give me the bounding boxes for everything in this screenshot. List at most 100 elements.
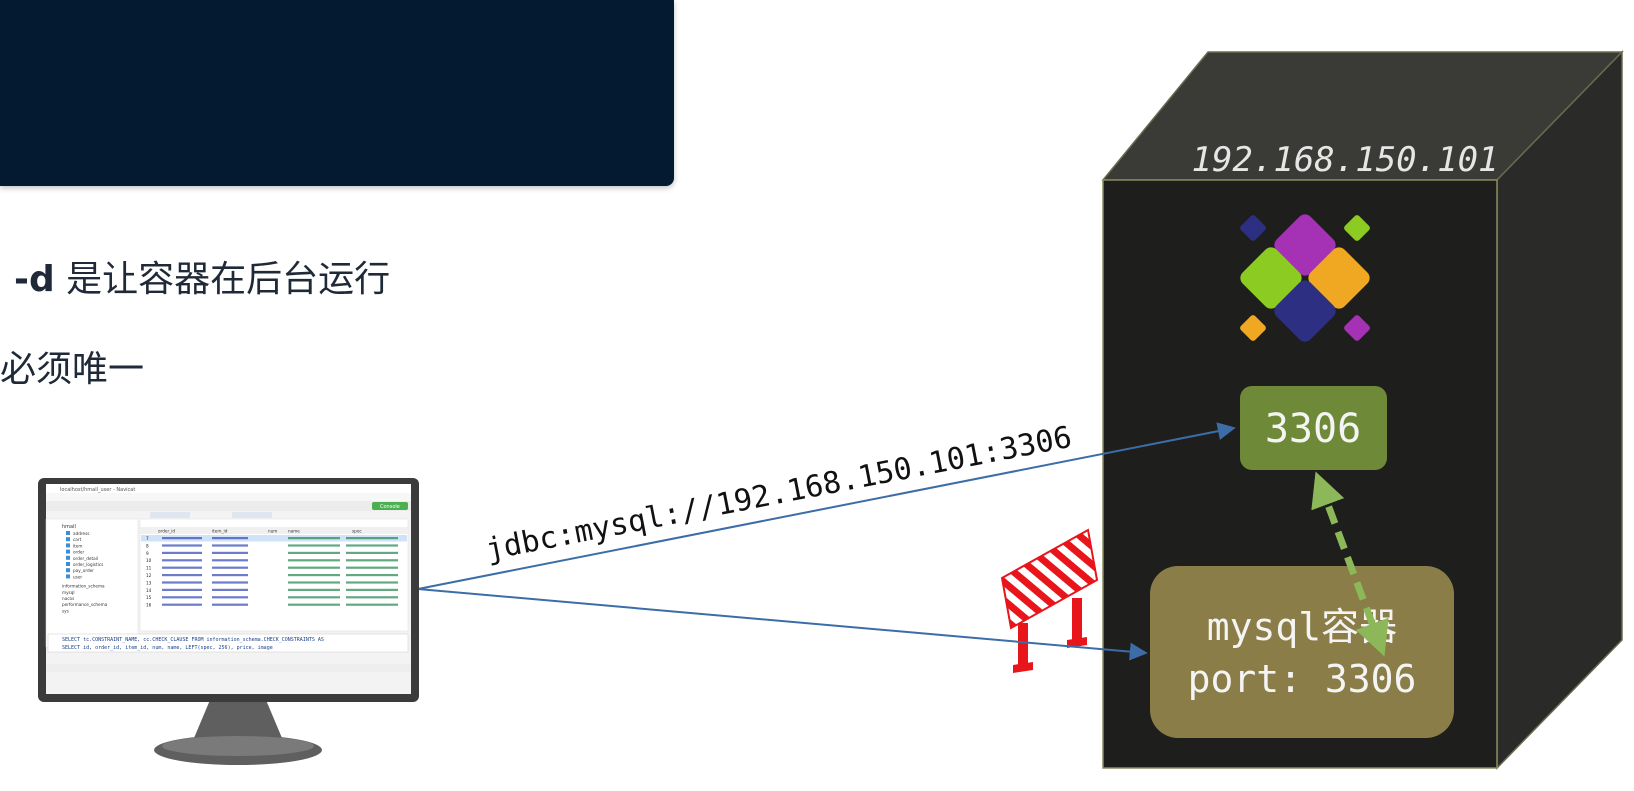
table-cell [212,559,248,562]
sidebar-root[interactable]: hmall [62,524,76,530]
table-cell [346,596,398,599]
table-cell [162,544,202,547]
table-cell [162,603,202,606]
console-button-label: Console [380,504,400,510]
table-row-id[interactable]: 15 [146,595,152,600]
code-panel [0,0,674,186]
table-icon [66,549,70,554]
sidebar-db-sys[interactable]: sys [62,608,69,613]
table-cell [346,566,398,569]
table-icon [66,543,70,548]
port-mapping-arrow [1311,471,1389,657]
table-row-id[interactable]: 13 [146,580,152,585]
mysql-container-box: mysql容器 port: 3306 [1150,566,1454,738]
table-row-id[interactable]: 10 [146,558,152,563]
app-title: localhost/hmall_user - Navicat [60,487,135,493]
firewall-barrier-icon [1000,528,1099,673]
table-cell [162,574,202,577]
server-ip-label: 192.168.150.101 [1191,140,1498,180]
table-row-id[interactable]: 7 [146,536,149,541]
table-cell [212,588,248,591]
table-row-id[interactable]: 14 [146,588,152,593]
sql-line-1: SELECT tc.CONSTRAINT_NAME, cc.CHECK_CLAU… [62,637,324,643]
sidebar-item-user[interactable]: user [73,574,82,579]
bullet-flag: -d [14,259,55,300]
bullet-unique: 必须唯一 [0,349,145,390]
docker-logo-icon [1240,214,1370,342]
column-header-item_id[interactable]: item_id [212,529,228,534]
table-cell [346,581,398,584]
sidebar-item-cart[interactable]: cart [73,537,82,542]
column-header-spec[interactable]: spec [352,529,362,534]
column-header-name[interactable]: name [288,529,300,534]
sql-editor[interactable] [47,633,409,653]
table-cell [212,603,248,606]
table-cell [288,566,340,569]
table-icon [66,568,70,573]
table-cell [346,588,398,591]
table-cell [162,581,202,584]
host-port-label: 3306 [1265,406,1361,452]
table-cell [346,603,398,606]
table-cell [288,551,340,554]
bullet-detach: -d 是让容器在后台运行 [14,250,390,302]
table-cell [346,559,398,562]
column-header-order_id[interactable]: order_id [158,529,175,534]
sidebar-item-item[interactable]: item [73,543,82,548]
table-cell [162,537,202,540]
table-row-id[interactable]: 9 [146,551,149,556]
table-cell [162,551,202,554]
table-cell [288,574,340,577]
grid-rows: 7 8 9 10 11 12 13 14 15 16 [141,535,407,608]
sidebar-item-order_logistics[interactable]: order_logistics [73,562,103,567]
client-app-window: localhost/hmall_user - Navicat Console h… [45,484,411,672]
host-port-box: 3306 [1240,386,1387,470]
table-icon [66,574,70,579]
table-cell [212,596,248,599]
table-row-id[interactable]: 8 [146,543,149,548]
table-cell [162,566,202,569]
table-cell [288,603,340,606]
jdbc-url-label: jdbc:mysql://192.168.150.101:3306 [483,420,1075,568]
table-cell [346,537,398,540]
sql-line-2: SELECT id, order_id, item_id, num, name,… [62,645,273,651]
selected-row-highlight [141,535,407,542]
table-cell [212,551,248,554]
sidebar-item-order[interactable]: order [73,550,84,555]
sidebar-db-performance_schema[interactable]: performance_schema [62,602,108,607]
table-cell [212,566,248,569]
table-cell [288,596,340,599]
table-cell [212,537,248,540]
table-row-id[interactable]: 11 [146,566,152,571]
sidebar-db-mysql[interactable]: mysql [62,590,75,595]
bullet-text: 是让容器在后台运行 [54,259,391,300]
table-row-id[interactable]: 12 [146,573,152,578]
table-cell [346,551,398,554]
console-button[interactable] [372,502,408,510]
table-cell [288,537,340,540]
column-header-num[interactable]: num [268,529,277,534]
sidebar-db-information_schema[interactable]: information_schema [62,584,105,589]
table-cell [346,574,398,577]
table-cell [288,588,340,591]
table-icon [66,531,70,535]
table-icon [66,555,70,560]
sidebar [45,518,139,648]
table-cell [162,588,202,591]
table-icon [66,537,70,542]
table-cell [212,574,248,577]
table-row-id[interactable]: 16 [146,603,152,608]
sidebar-item-order_detail[interactable]: order_detail [73,556,98,561]
table-cell [212,581,248,584]
sidebar-item-pay_order[interactable]: pay_order [73,568,94,573]
table-cell [162,596,202,599]
table-icon [66,562,70,566]
table-cell [288,559,340,562]
table-cell [346,544,398,547]
sidebar-db-nacos[interactable]: nacos [62,596,74,601]
container-port-label: port: 3306 [1188,657,1417,701]
table-cell [212,544,248,547]
sidebar-item-address[interactable]: address [73,531,89,536]
